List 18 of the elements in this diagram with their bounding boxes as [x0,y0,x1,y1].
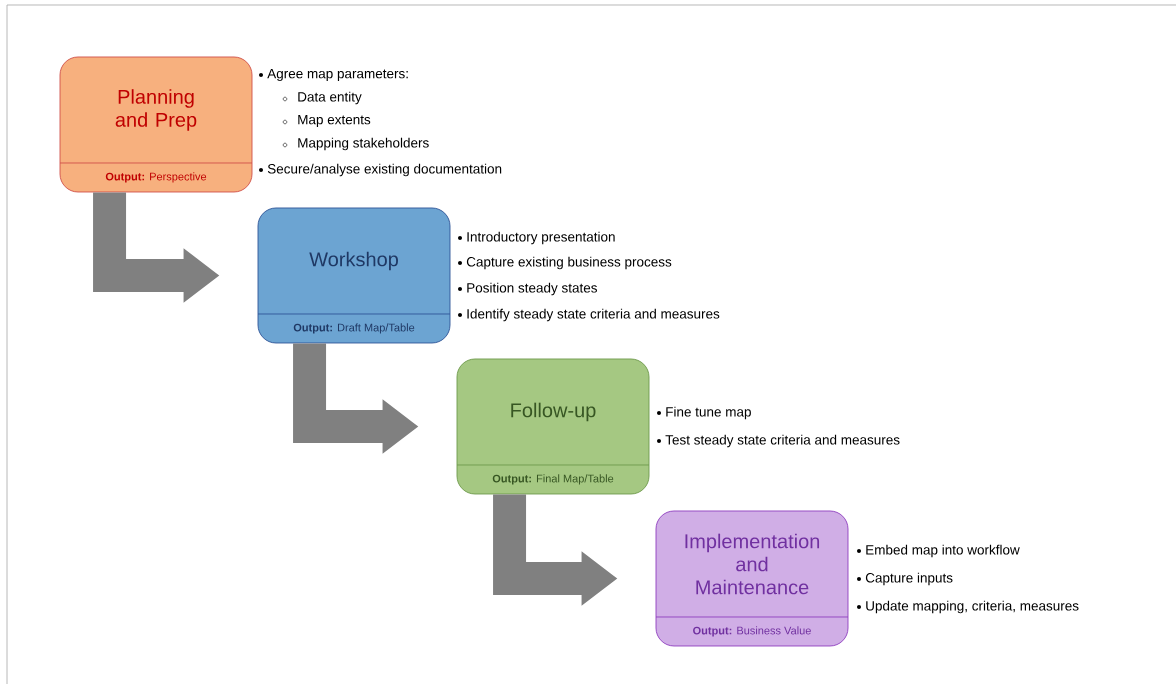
bullet-item: Data entity [298,91,362,105]
bullet-item: Position steady states [467,282,597,296]
process-box: Workshop Output: Draft Map/Table [257,207,451,344]
bullet-item: Identify steady state criteria and measures [467,308,720,322]
bullet-item: Agree map parameters: [267,68,408,82]
process-box: Follow-up Output: Final Map/Table [456,358,650,495]
bullet-item: Update mapping, criteria, measures [866,600,1079,614]
bullet-item: Test steady state criteria and measures [665,434,900,448]
bullet-item: Capture inputs [865,572,953,586]
bullet-item: Capture existing business process [466,256,672,270]
bullet-item: Fine tune map [666,406,751,420]
bullet-item: Map extents [298,114,371,128]
bullet-item: Embed map into workflow [866,544,1020,558]
bullet-item: Secure/analyse existing documentation [267,163,502,177]
process-box: Implementation and Maintenance Output: Business Value [655,510,849,647]
bullet-item: Mapping stakeholders [298,137,429,151]
bullet-item: Introductory presentation [467,231,615,245]
process-box: Planning and Prep Output: Perspective [59,56,253,193]
